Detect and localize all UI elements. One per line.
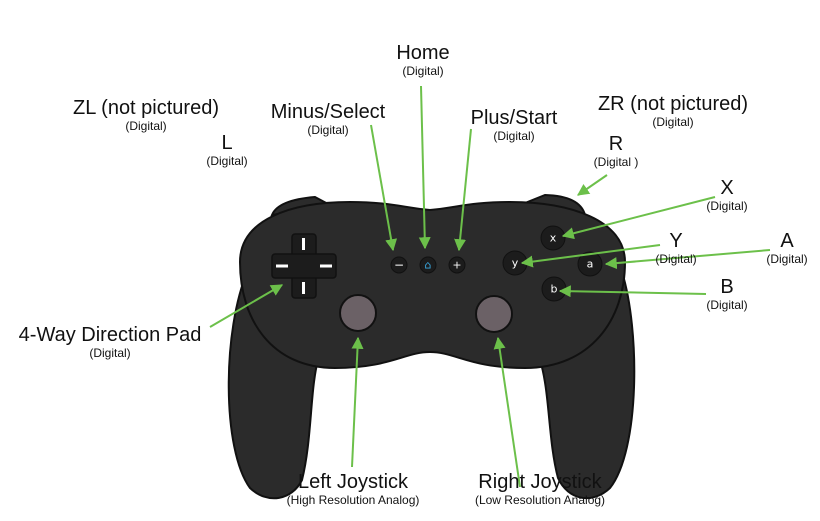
left-joystick-label: Left Joystick (High Resolution Analog) — [287, 471, 420, 507]
minus-glyph: − — [394, 258, 404, 272]
b-label-type: (Digital) — [706, 298, 748, 312]
plus-label: Plus/Start (Digital) — [471, 107, 558, 143]
left-joystick — [339, 294, 377, 332]
home-arrow — [418, 85, 431, 250]
dpad-down-mark — [302, 282, 305, 294]
plus-glyph: + — [452, 259, 461, 272]
minus-label-name: Minus/Select — [270, 101, 386, 123]
dpad-label-name: 4-Way Direction Pad — [18, 324, 202, 346]
zl-label-type: (Digital) — [125, 119, 167, 133]
zr-label-name: ZR (not pictured) — [597, 93, 749, 115]
x-button-glyph: x — [550, 232, 557, 245]
a-button — [577, 251, 603, 277]
y-label-type: (Digital) — [655, 252, 697, 266]
r-label-type: (Digital ) — [593, 155, 639, 169]
right-joystick-arrow — [493, 336, 521, 488]
a-label: A (Digital) — [766, 230, 807, 266]
minus-label-type: (Digital) — [307, 123, 349, 137]
plus-label-name: Plus/Start — [470, 107, 558, 129]
dpad-arrow — [209, 284, 284, 328]
l-label-name: L — [221, 132, 233, 154]
r-label: R (Digital ) — [594, 133, 639, 169]
minus-button — [390, 256, 408, 274]
dpad-horizontal — [271, 253, 337, 279]
x-label-name: X — [720, 177, 734, 199]
l-label-type: (Digital) — [206, 154, 248, 168]
y-label: Y (Digital) — [655, 230, 696, 266]
left-joystick-label-type: (High Resolution Analog) — [286, 493, 420, 507]
l-label: L (Digital) — [206, 132, 247, 168]
x-label: X (Digital) — [706, 177, 747, 213]
y-label-name: Y — [669, 230, 683, 252]
b-button-glyph: b — [551, 283, 558, 296]
zl-label: ZL (not pictured) (Digital) — [73, 97, 219, 133]
a-label-type: (Digital) — [766, 252, 808, 266]
right-grip — [538, 270, 636, 500]
home-label: Home (Digital) — [396, 42, 449, 78]
left-joystick-arrow — [351, 336, 364, 468]
home-label-name: Home — [396, 42, 450, 64]
dpad-label: 4-Way Direction Pad (Digital) — [19, 324, 202, 360]
left-grip — [227, 268, 320, 500]
minus-arrow — [370, 124, 398, 252]
zl-label-name: ZL (not pictured) — [73, 97, 219, 119]
right-joystick-label-name: Right Joystick — [478, 471, 602, 493]
home-label-type: (Digital) — [402, 64, 444, 78]
b-label-name: B — [720, 276, 734, 298]
right-joystick — [475, 295, 513, 333]
r-arrow — [577, 174, 608, 196]
dpad-up-mark — [302, 238, 305, 250]
plus-button — [448, 256, 466, 274]
x-arrow — [561, 196, 716, 240]
b-label: B (Digital) — [706, 276, 747, 312]
right-joystick-label: Right Joystick (Low Resolution Analog) — [475, 471, 605, 507]
b-arrow — [558, 285, 707, 298]
a-arrow — [604, 249, 771, 270]
a-label-name: A — [780, 230, 794, 252]
plus-arrow — [454, 128, 472, 252]
dpad-label-type: (Digital) — [89, 346, 131, 360]
plus-label-type: (Digital) — [493, 129, 535, 143]
home-button — [419, 256, 437, 274]
left-joystick-label-name: Left Joystick — [297, 471, 409, 493]
minus-label: Minus/Select (Digital) — [271, 101, 386, 137]
home-icon: ⌂ — [425, 259, 432, 272]
dpad-left-mark — [276, 264, 288, 268]
x-label-type: (Digital) — [706, 199, 748, 213]
dpad-right-mark — [320, 264, 332, 268]
dpad — [271, 233, 337, 299]
a-button-glyph: a — [587, 258, 594, 271]
r-label-name: R — [608, 133, 624, 155]
zr-label-type: (Digital) — [652, 115, 694, 129]
y-arrow — [520, 244, 661, 268]
zr-label: ZR (not pictured) (Digital) — [598, 93, 748, 129]
right-joystick-label-type: (Low Resolution Analog) — [474, 493, 606, 507]
y-button-glyph: y — [512, 257, 519, 270]
